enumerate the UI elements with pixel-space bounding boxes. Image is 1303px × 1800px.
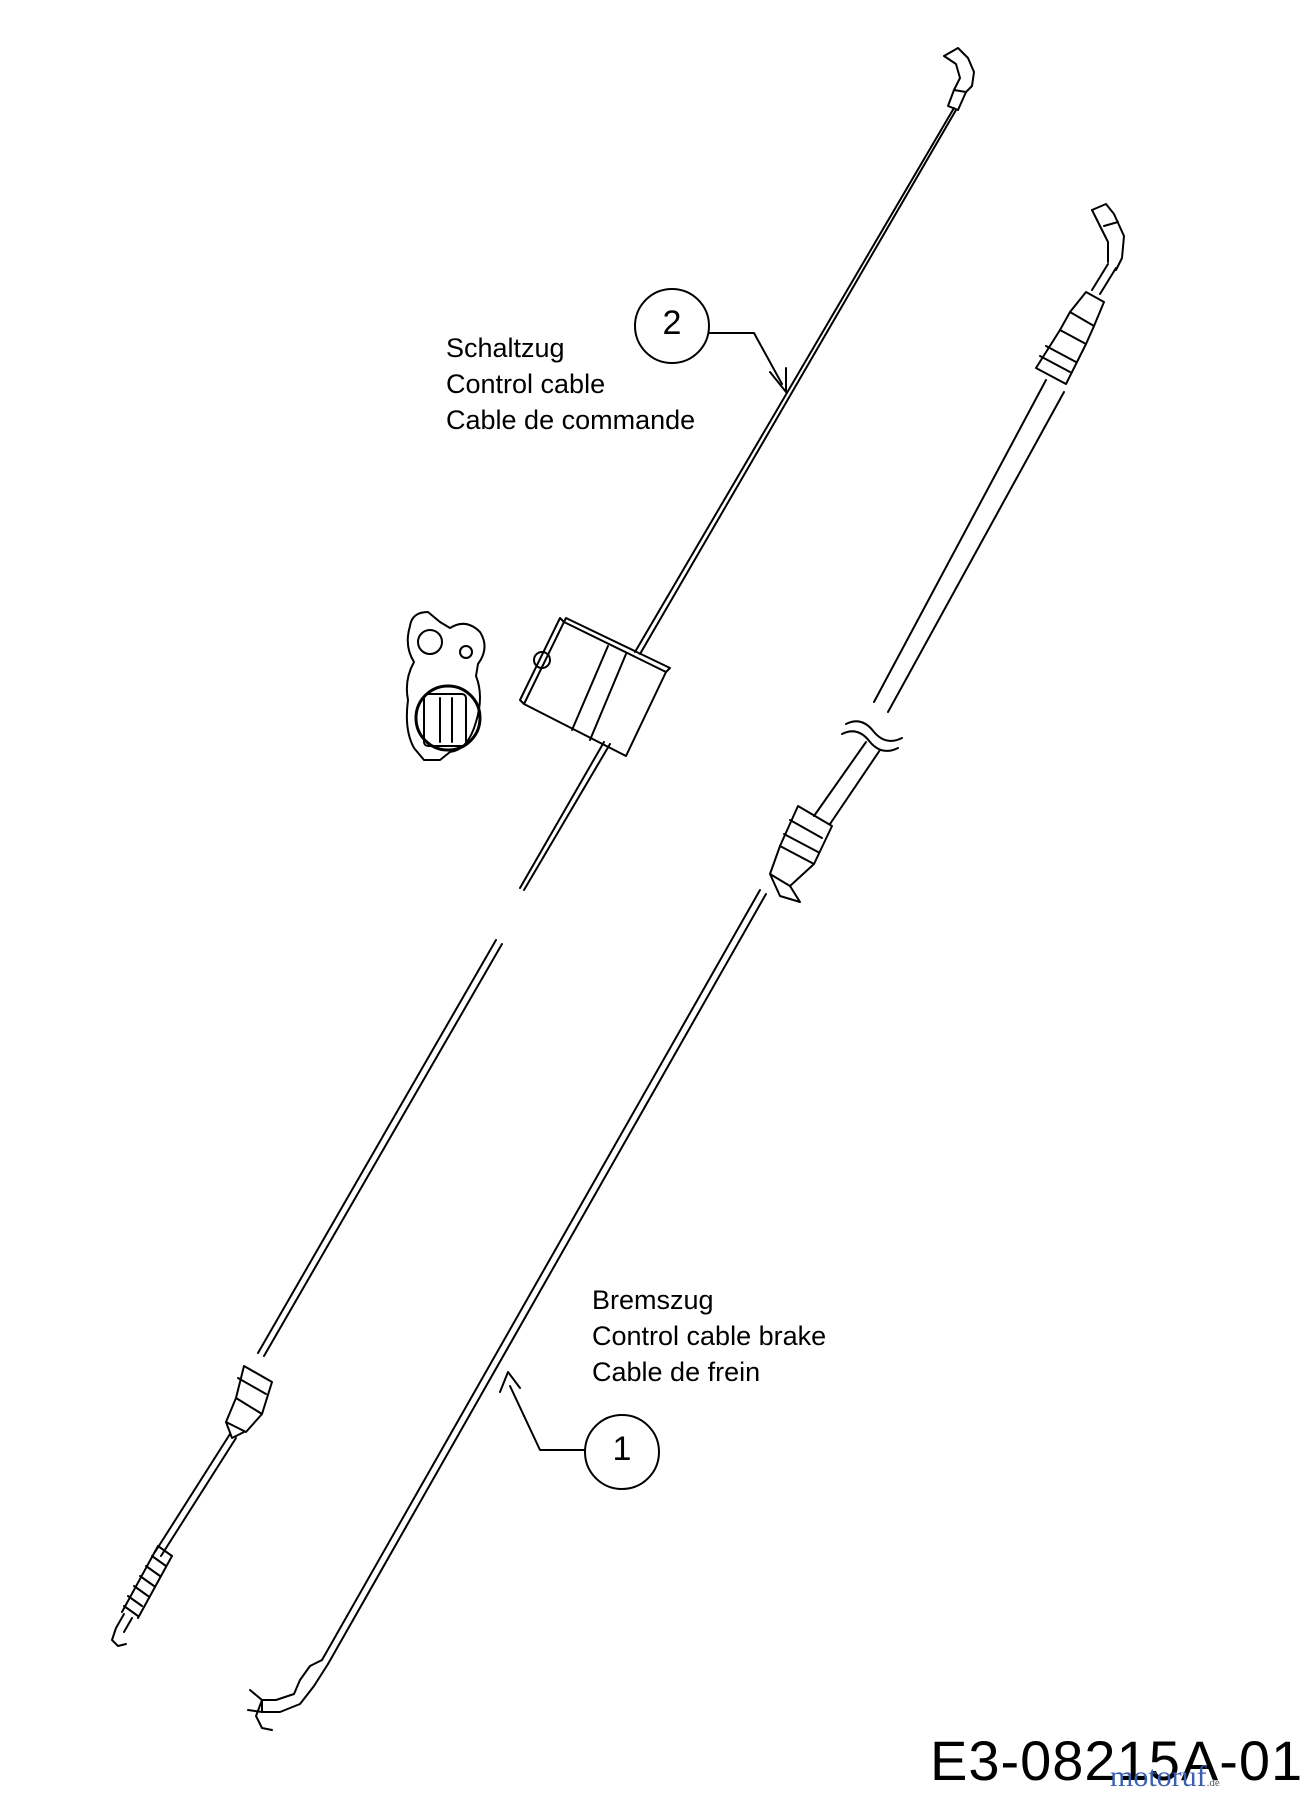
watermark-logo: motoruf.de xyxy=(1110,1760,1220,1794)
callout-1 xyxy=(499,1371,660,1490)
label-brake-cable-fr: Cable de frein xyxy=(592,1357,761,1387)
brake-cable xyxy=(247,203,1125,1731)
cable-clip-block xyxy=(519,617,671,757)
label-brake-cable-en: Control cable brake xyxy=(592,1321,827,1351)
cable-clip-part xyxy=(405,611,486,761)
label-control-cable-de: Schaltzug xyxy=(446,333,565,363)
label-control-cable-en: Control cable xyxy=(446,369,606,399)
label-control-cable-fr: Cable de commande xyxy=(446,405,696,435)
callout-number-2: 2 xyxy=(662,304,682,342)
callout-2 xyxy=(634,288,787,393)
parts-diagram: 2 1 Schaltzug Control cable Cable de com… xyxy=(111,47,1303,1794)
control-cable xyxy=(111,47,975,1647)
watermark-name: motoruf xyxy=(1110,1760,1207,1793)
label-brake-cable-de: Bremszug xyxy=(592,1285,714,1315)
callout-number-1: 1 xyxy=(612,1430,632,1468)
drawing-code: E3-08215A-01 xyxy=(930,1729,1303,1792)
cable-drawing xyxy=(111,47,1125,1731)
watermark-tld: .de xyxy=(1206,1777,1220,1789)
